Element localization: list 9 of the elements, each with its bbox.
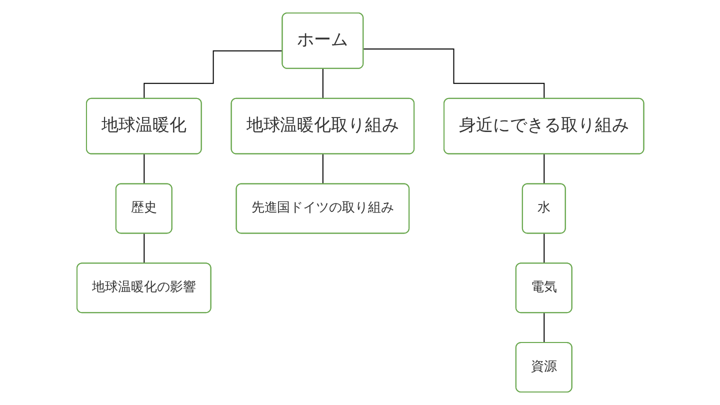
connector [143,154,145,185]
connector [143,50,283,100]
connector [543,154,544,185]
connector [543,312,544,344]
connector [143,233,145,264]
connector [362,48,544,100]
connector [543,233,544,264]
connector [322,68,324,100]
connector [322,154,324,185]
